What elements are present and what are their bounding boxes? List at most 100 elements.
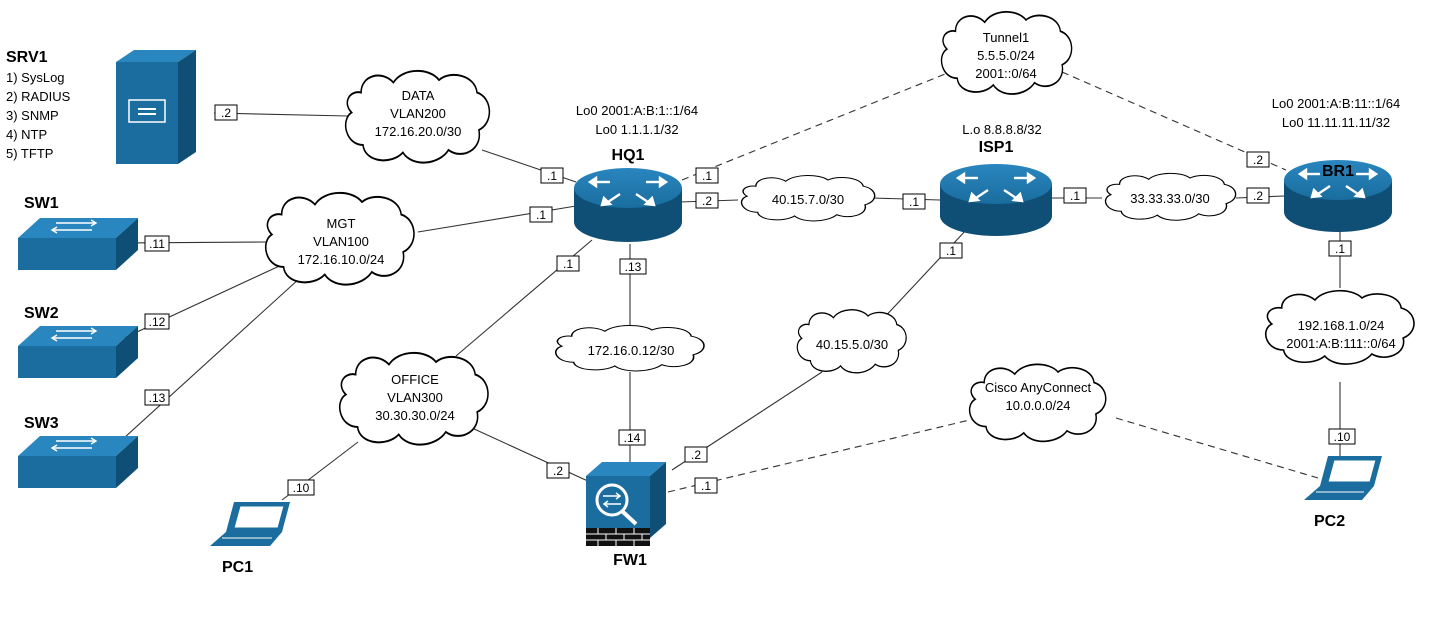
sw1-title: SW1 — [24, 195, 59, 212]
svg-text:.2: .2 — [702, 194, 712, 208]
router-icon[interactable] — [574, 168, 682, 242]
port-label: .1 — [694, 477, 718, 494]
port-label: .12 — [144, 313, 170, 330]
port-label: .1 — [939, 242, 963, 259]
cloud-hq-fw-line-1: 172.16.0.12/30 — [588, 343, 675, 358]
port-label: .2 — [214, 104, 238, 121]
svg-text:.1: .1 — [702, 169, 712, 183]
svg-text:.10: .10 — [1334, 430, 1351, 444]
svg-text:.12: .12 — [149, 315, 166, 329]
port-label: .10 — [1328, 428, 1356, 445]
port-label: .2 — [1246, 187, 1270, 204]
port-label: .1 — [695, 167, 719, 184]
port-label: .11 — [144, 235, 170, 252]
cloud-mgt-line-2: VLAN100 — [313, 234, 369, 249]
svg-text:.1: .1 — [1335, 242, 1345, 256]
cloud-br-lan-line-1: 192.168.1.0/24 — [1298, 318, 1385, 333]
link-office-fw1 — [471, 427, 591, 483]
cloud-br-lan-line-2: 2001:A:B:111::0/64 — [1286, 336, 1395, 351]
link-sw3-mgt — [123, 277, 301, 439]
link-anyconnect-pc2 — [1115, 417, 1319, 479]
link-isp1-ispfw — [879, 227, 969, 323]
sw2-title: SW2 — [24, 305, 59, 322]
hq1-info-2: Lo0 1.1.1.1/32 — [595, 122, 678, 137]
cloud-data-line-1: DATA — [402, 88, 435, 103]
router-icon[interactable] — [1284, 160, 1392, 232]
br1-info-2: Lo0 11.11.11.11/32 — [1282, 115, 1390, 130]
pc2-title: PC2 — [1314, 513, 1345, 530]
cloud-office-line-1: OFFICE — [391, 372, 439, 387]
isp1-title: ISP1 — [979, 139, 1014, 156]
cloud-office-line-3: 30.30.30.0/24 — [375, 408, 455, 423]
link-fw1-anyconnect — [667, 417, 979, 493]
cloud-tunnel-line-3: 2001::0/64 — [975, 66, 1036, 81]
svg-text:.2: .2 — [221, 106, 231, 120]
cloud-anyconnect-line-2: 10.0.0.0/24 — [1005, 398, 1070, 413]
hq1-title: HQ1 — [612, 147, 645, 164]
cloud-tunnel-line-1: Tunnel1 — [983, 30, 1030, 45]
cloud-isp-br-line-1: 33.33.33.0/30 — [1130, 191, 1210, 206]
cloud-office-line-2: VLAN300 — [387, 390, 443, 405]
svg-text:.2: .2 — [691, 448, 701, 462]
switch-icon[interactable] — [18, 436, 138, 488]
laptop-icon[interactable] — [1304, 456, 1382, 500]
svg-text:.1: .1 — [563, 257, 573, 271]
link-tunnel-br1 — [1061, 71, 1287, 171]
srv1-title: SRV1 — [6, 49, 48, 66]
router-icon[interactable] — [940, 164, 1052, 236]
svg-text:.1: .1 — [1070, 189, 1080, 203]
cloud-hq-isp-line-1: 40.15.7.0/30 — [772, 192, 844, 207]
firewall-icon[interactable] — [586, 462, 666, 546]
cloud-mgt-line-1: MGT — [327, 216, 356, 231]
svg-text:.1: .1 — [909, 195, 919, 209]
svg-text:.2: .2 — [1253, 153, 1263, 167]
port-label: .14 — [618, 429, 646, 446]
svg-text:.2: .2 — [553, 464, 563, 478]
fw1-title: FW1 — [613, 552, 647, 569]
isp1-info-1: L.o 8.8.8.8/32 — [962, 122, 1042, 137]
hq1-info-1: Lo0 2001:A:B:1::1/64 — [576, 103, 698, 118]
srv1-service-1: 1) SysLog — [6, 70, 65, 85]
sw3-title: SW3 — [24, 415, 59, 432]
svg-text:.14: .14 — [624, 431, 641, 445]
switch-icon[interactable] — [18, 326, 138, 378]
port-label: .2 — [546, 462, 570, 479]
svg-text:.1: .1 — [701, 479, 711, 493]
port-label: .1 — [556, 255, 580, 272]
port-label: .1 — [902, 193, 926, 210]
laptop-icon[interactable] — [210, 502, 290, 546]
link-hq1-tunnel — [681, 71, 951, 181]
srv1-service-3: 3) SNMP — [6, 108, 59, 123]
port-label: .1 — [1063, 187, 1087, 204]
svg-text:.13: .13 — [149, 391, 166, 405]
port-label: .2 — [684, 446, 708, 463]
cloud-isp-fw-line-1: 40.15.5.0/30 — [816, 337, 888, 352]
port-label: .1 — [1328, 240, 1352, 257]
svg-text:.1: .1 — [547, 169, 557, 183]
port-label: .2 — [1246, 151, 1270, 168]
svg-text:.1: .1 — [946, 244, 956, 258]
svg-text:.13: .13 — [625, 260, 642, 274]
cloud-data-line-3: 172.16.20.0/30 — [375, 124, 462, 139]
srv1-service-2: 2) RADIUS — [6, 89, 71, 104]
port-label: .1 — [529, 206, 553, 223]
br1-info-1: Lo0 2001:A:B:11::1/64 — [1272, 96, 1400, 111]
svg-text:.2: .2 — [1253, 189, 1263, 203]
srv1-service-4: 4) NTP — [6, 127, 47, 142]
server-icon[interactable] — [116, 50, 196, 164]
port-label: .13 — [144, 389, 170, 406]
svg-text:.10: .10 — [293, 481, 310, 495]
cloud-data-line-2: VLAN200 — [390, 106, 446, 121]
cloud-mgt-line-3: 172.16.10.0/24 — [298, 252, 385, 267]
br1-title: BR1 — [1322, 163, 1354, 180]
switch-icon[interactable] — [18, 218, 138, 270]
port-label: .1 — [540, 167, 564, 184]
port-label: .2 — [695, 192, 719, 209]
links — [123, 71, 1341, 501]
svg-text:.11: .11 — [149, 237, 165, 251]
srv1-service-5: 5) TFTP — [6, 146, 53, 161]
svg-text:.1: .1 — [536, 208, 546, 222]
port-label: .13 — [619, 258, 647, 275]
cloud-anyconnect-line-1: Cisco AnyConnect — [985, 380, 1092, 395]
